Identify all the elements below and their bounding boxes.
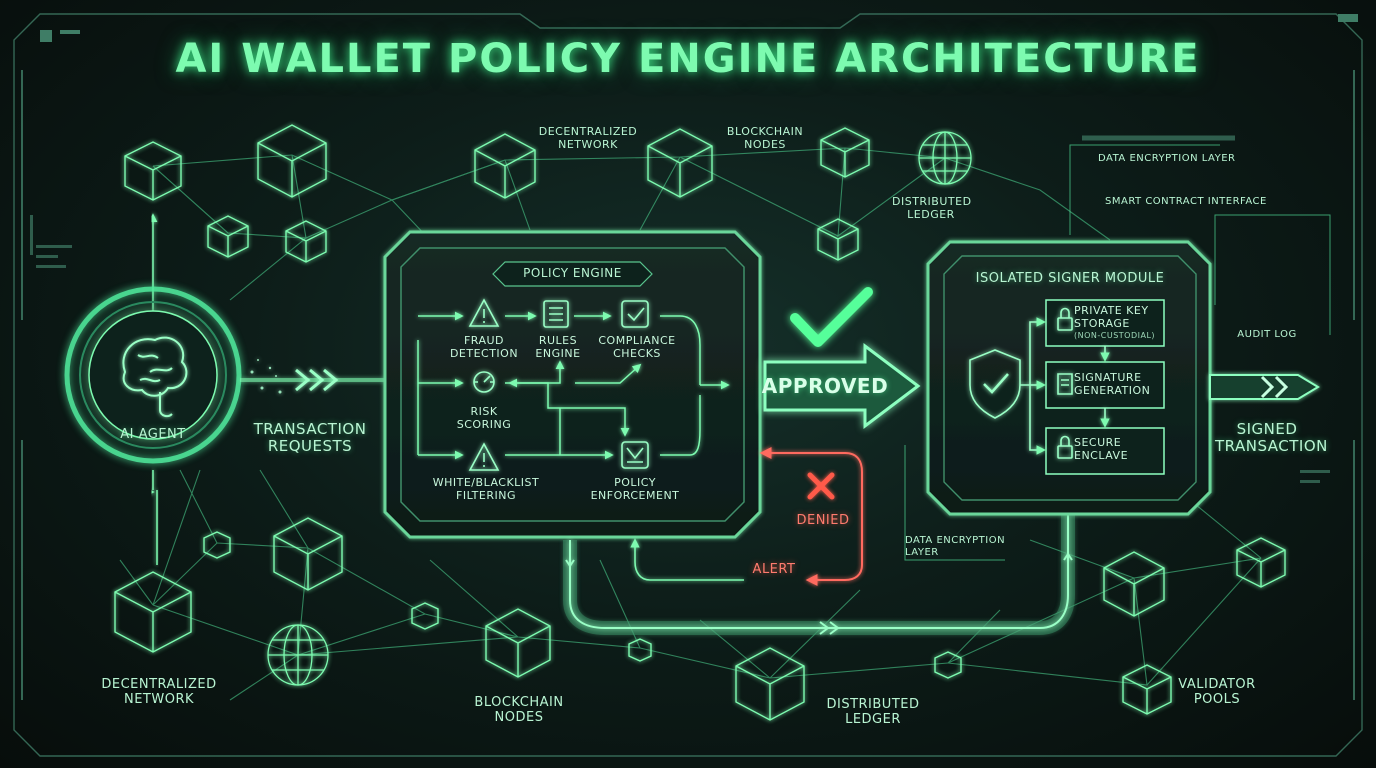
policy-icons	[468, 298, 649, 471]
bottom-network-label: DECENTRALIZED NETWORK	[101, 677, 217, 707]
signer-module-title: ISOLATED SIGNER MODULE	[975, 271, 1165, 286]
connector-lines	[904, 135, 1331, 561]
check-icon-compliance	[621, 300, 649, 328]
corner-markers	[40, 14, 1358, 42]
lock-icon-enclave	[1057, 445, 1073, 459]
lock-icon-storage	[1057, 317, 1073, 331]
non-custodial-note: (NON-CUSTODIAL)	[1074, 331, 1156, 340]
policy-engine-title: POLICY ENGINE	[523, 266, 622, 280]
data-encryption-bottom-label: DATA ENCRYPTION LAYER	[905, 535, 1006, 558]
list-icon-rules	[543, 300, 569, 328]
warning-icon-fraud	[468, 298, 500, 327]
transaction-stream	[240, 359, 390, 394]
globe-icon-bottom	[267, 624, 329, 686]
shield-icon	[969, 349, 1021, 419]
rules-engine-label: RULES ENGINE	[535, 334, 581, 360]
warning-icon-filter	[468, 442, 500, 471]
approval-channel	[563, 515, 1075, 635]
signed-transaction-label: SIGNED TRANSACTION	[1215, 420, 1328, 456]
document-icon-signature	[1057, 373, 1073, 395]
signature-generation-label: SIGNATURE GENERATION	[1074, 371, 1151, 397]
top-nodes-label: BLOCKCHAIN NODES	[726, 125, 804, 151]
bottom-ledger-label: DISTRIBUTED LEDGER	[826, 697, 920, 727]
transaction-requests-label: TRANSACTION REQUESTS	[253, 420, 367, 456]
outer-frame	[13, 13, 1363, 757]
policy-enforcement-label: POLICY ENFORCEMENT	[590, 476, 680, 502]
risk-scoring-label: RISK SCORING	[456, 405, 512, 431]
whitelist-filtering-label: WHITE/BLACKLIST FILTERING	[432, 476, 540, 502]
secure-enclave-label: SECURE ENCLAVE	[1074, 436, 1129, 462]
globe-icon-top	[918, 131, 972, 185]
policy-flow-lines	[417, 311, 730, 460]
page-title: AI WALLET POLICY ENGINE ARCHITECTURE	[175, 36, 1201, 82]
compliance-checks-label: COMPLIANCE CHECKS	[598, 334, 676, 360]
ai-agent-label: AI AGENT	[120, 427, 186, 442]
network-cubes	[114, 124, 1286, 721]
brain-icon	[122, 336, 188, 418]
flow-icon-enforcement	[621, 441, 649, 469]
private-key-storage-label: PRIVATE KEY STORAGE	[1074, 304, 1149, 330]
data-encryption-top-label: DATA ENCRYPTION LAYER	[1098, 153, 1236, 164]
signer-icons	[969, 307, 1110, 459]
signer-module-panel	[926, 240, 1212, 516]
signed-output-arrow	[1209, 374, 1320, 400]
decor-dashes	[30, 215, 1330, 483]
approved-arrow	[763, 287, 921, 430]
bottom-nodes-label: BLOCKCHAIN NODES	[474, 695, 564, 725]
audit-log-label: AUDIT LOG	[1237, 329, 1297, 340]
denied-loop	[630, 447, 863, 586]
smart-contract-label: SMART CONTRACT INTERFACE	[1105, 196, 1267, 207]
ai-agent-ring	[64, 286, 242, 464]
alert-label: ALERT	[752, 562, 796, 577]
denied-label: DENIED	[796, 513, 850, 528]
top-network-label: DECENTRALIZED NETWORK	[538, 125, 638, 151]
fraud-detection-label: FRAUD DETECTION	[449, 334, 519, 360]
validator-pools-label: VALIDATOR POOLS	[1178, 677, 1256, 707]
top-ledger-label: DISTRIBUTED LEDGER	[892, 195, 972, 221]
approved-label: APPROVED	[761, 374, 889, 398]
